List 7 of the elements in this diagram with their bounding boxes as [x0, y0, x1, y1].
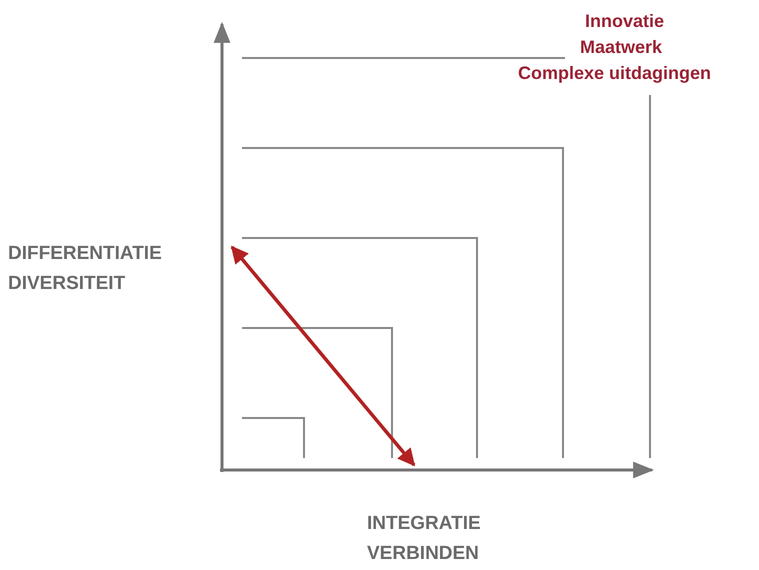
annotation-text: Innovatie	[585, 12, 664, 30]
axis-label: VERBINDEN	[367, 544, 479, 563]
annotation-text: Complexe uitdagingen	[518, 64, 712, 82]
axis-label: DIFFERENTIATIE	[8, 244, 162, 263]
axis-label: DIVERSITEIT	[8, 274, 126, 293]
axis-label: INTEGRATIE	[367, 514, 481, 533]
annotation-text: Maatwerk	[580, 38, 662, 56]
